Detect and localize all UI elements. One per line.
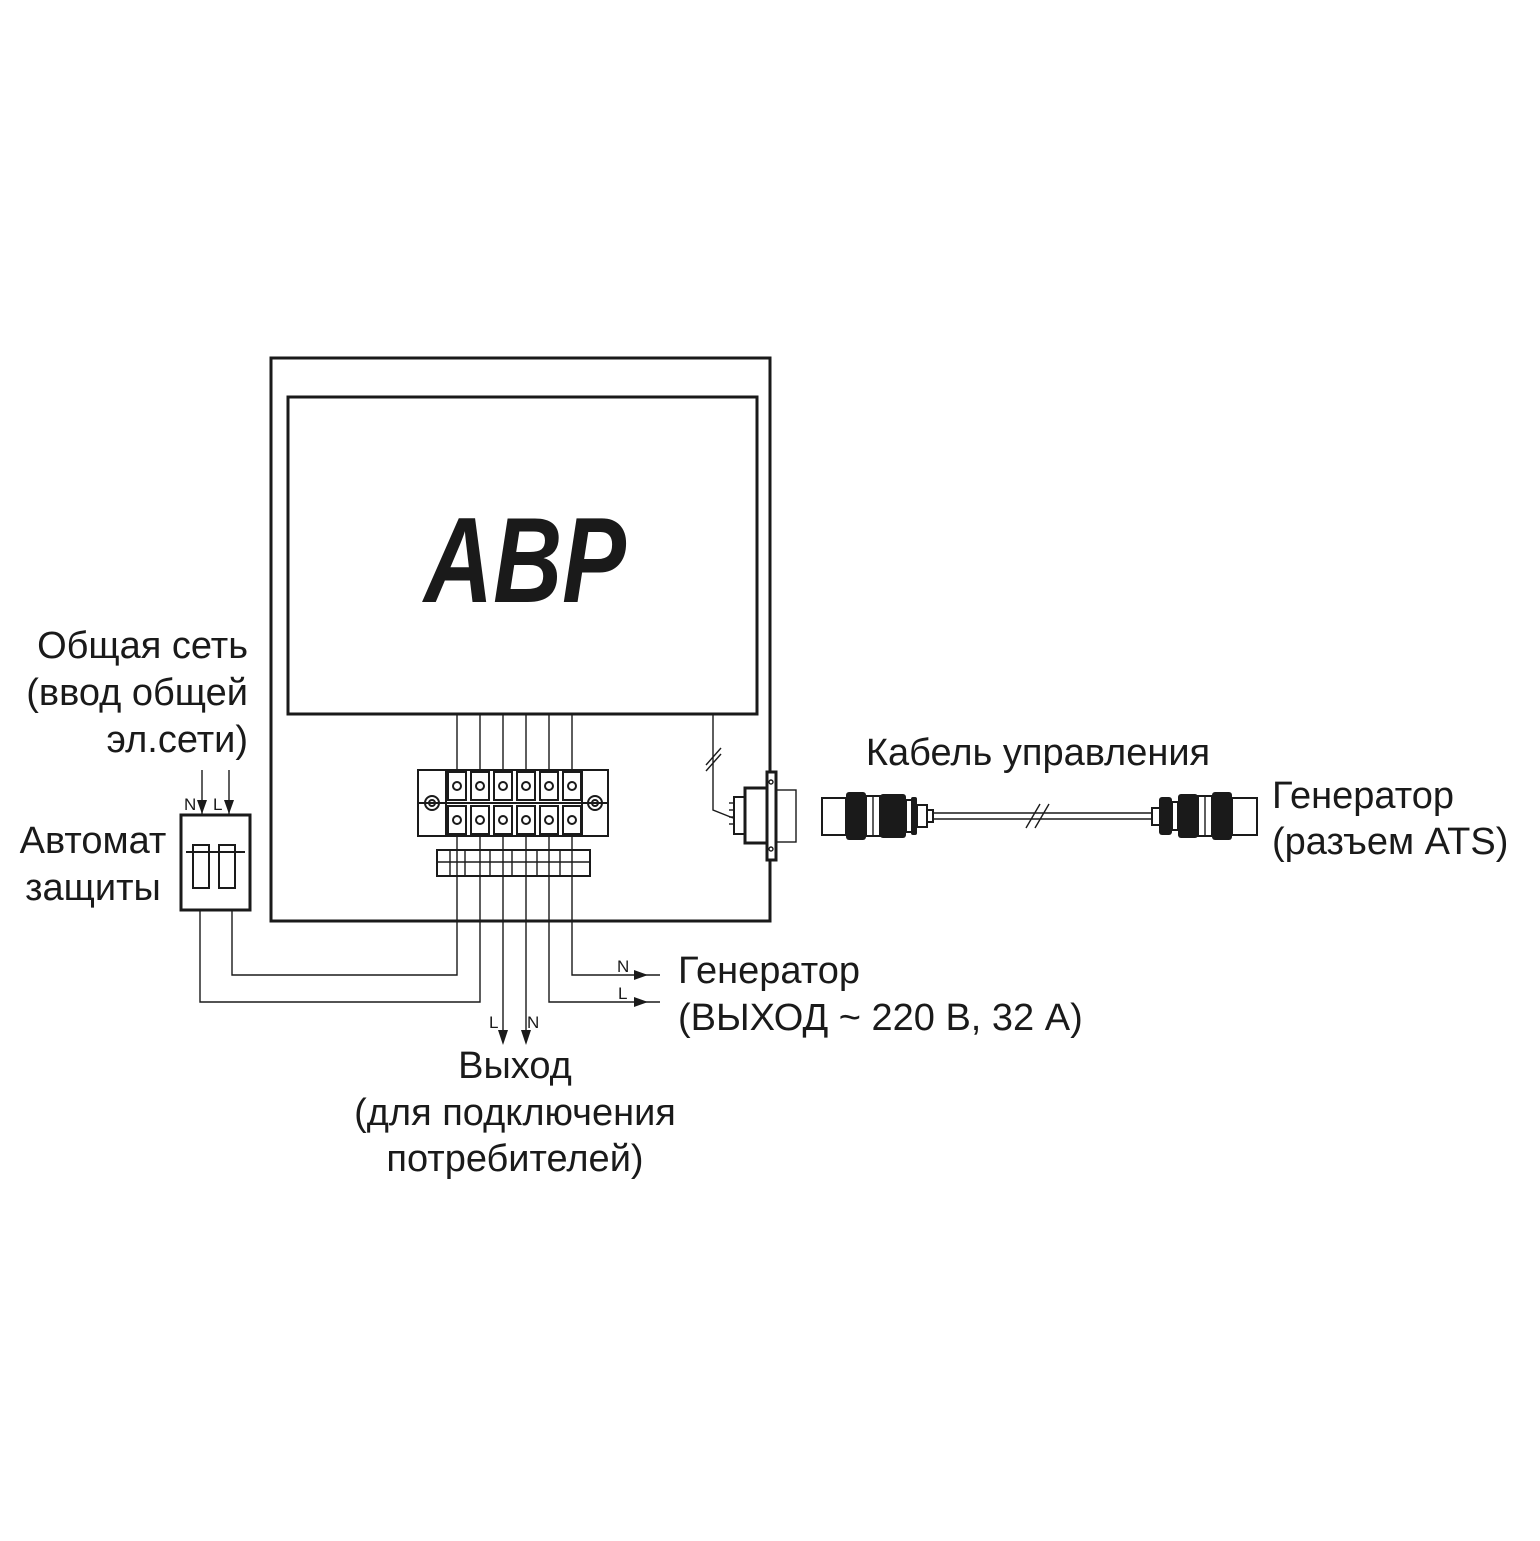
ats-socket-connector — [729, 770, 797, 862]
marker-gen-n: N — [617, 957, 629, 976]
label-output-line-2: (для подключения — [354, 1092, 676, 1134]
marker-out-n: N — [527, 1013, 539, 1032]
label-mains-line-1: Общая сеть — [37, 625, 248, 667]
label-output-line-1: Выход — [458, 1045, 572, 1087]
label-generator-ats-line-1: Генератор — [1272, 775, 1454, 817]
marker-mains-n: N — [184, 795, 196, 814]
marker-gen-l: L — [618, 984, 627, 1003]
label-breaker-line-1: Автомат — [20, 820, 167, 862]
label-generator-ats-line-2: (разъем ATS) — [1272, 821, 1508, 863]
label-breaker-line-2: защиты — [25, 867, 161, 909]
label-mains-line-3: эл.сети) — [107, 719, 248, 761]
marker-mains-l: L — [213, 795, 222, 814]
marker-out-l: L — [489, 1013, 498, 1032]
ats-enclosure: АВР — [269, 356, 772, 923]
label-mains-line-2: (ввод общей — [26, 672, 248, 714]
label-generator-output-line-1: Генератор — [678, 950, 860, 992]
label-control-cable: Кабель управления — [866, 732, 1210, 774]
label-generator-ats: Генератор (разъем ATS) — [1272, 775, 1508, 863]
ats-front-panel — [286, 395, 759, 716]
terminal-block — [417, 769, 609, 877]
label-generator-output: Генератор (ВЫХОД ~ 220 В, 32 А) — [678, 950, 1083, 1039]
label-generator-output-line-2: (ВЫХОД ~ 220 В, 32 А) — [678, 997, 1083, 1039]
circuit-breaker — [179, 770, 252, 912]
cable-plug-right — [1151, 792, 1258, 840]
label-breaker: Автомат защиты — [20, 820, 167, 909]
cable-plug-left — [821, 792, 934, 840]
cable-clamp-strip — [436, 849, 591, 877]
control-cable-internal — [705, 714, 734, 819]
label-output-line-3: потребителей) — [386, 1138, 643, 1180]
ats-logo: АВР — [422, 492, 627, 628]
external-wiring — [199, 836, 660, 1045]
internal-wires — [456, 714, 573, 770]
control-cable-line — [933, 803, 1152, 829]
label-mains: Общая сеть (ввод общей эл.сети) — [26, 625, 248, 761]
label-output: Выход (для подключения потребителей) — [354, 1045, 676, 1180]
terminal-screws — [447, 771, 582, 835]
